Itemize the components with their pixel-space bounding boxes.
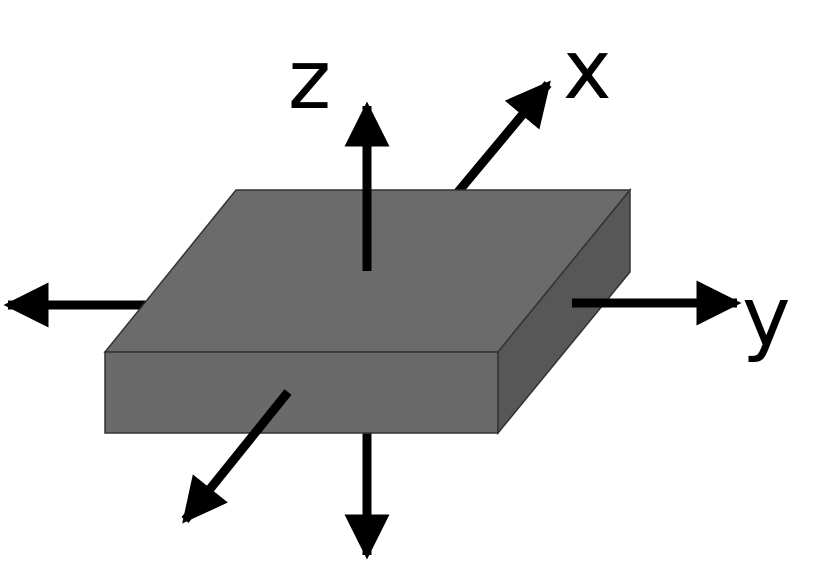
y-axis-label: y: [742, 270, 791, 365]
slab-side-face: [497, 187, 631, 436]
x-axis-arrow: [454, 80, 552, 195]
z-axis-label: z: [288, 33, 331, 128]
x-axis-label: x: [563, 23, 612, 118]
negative-x-axis-arrow: [181, 389, 292, 524]
slab-front-face: [104, 351, 499, 434]
